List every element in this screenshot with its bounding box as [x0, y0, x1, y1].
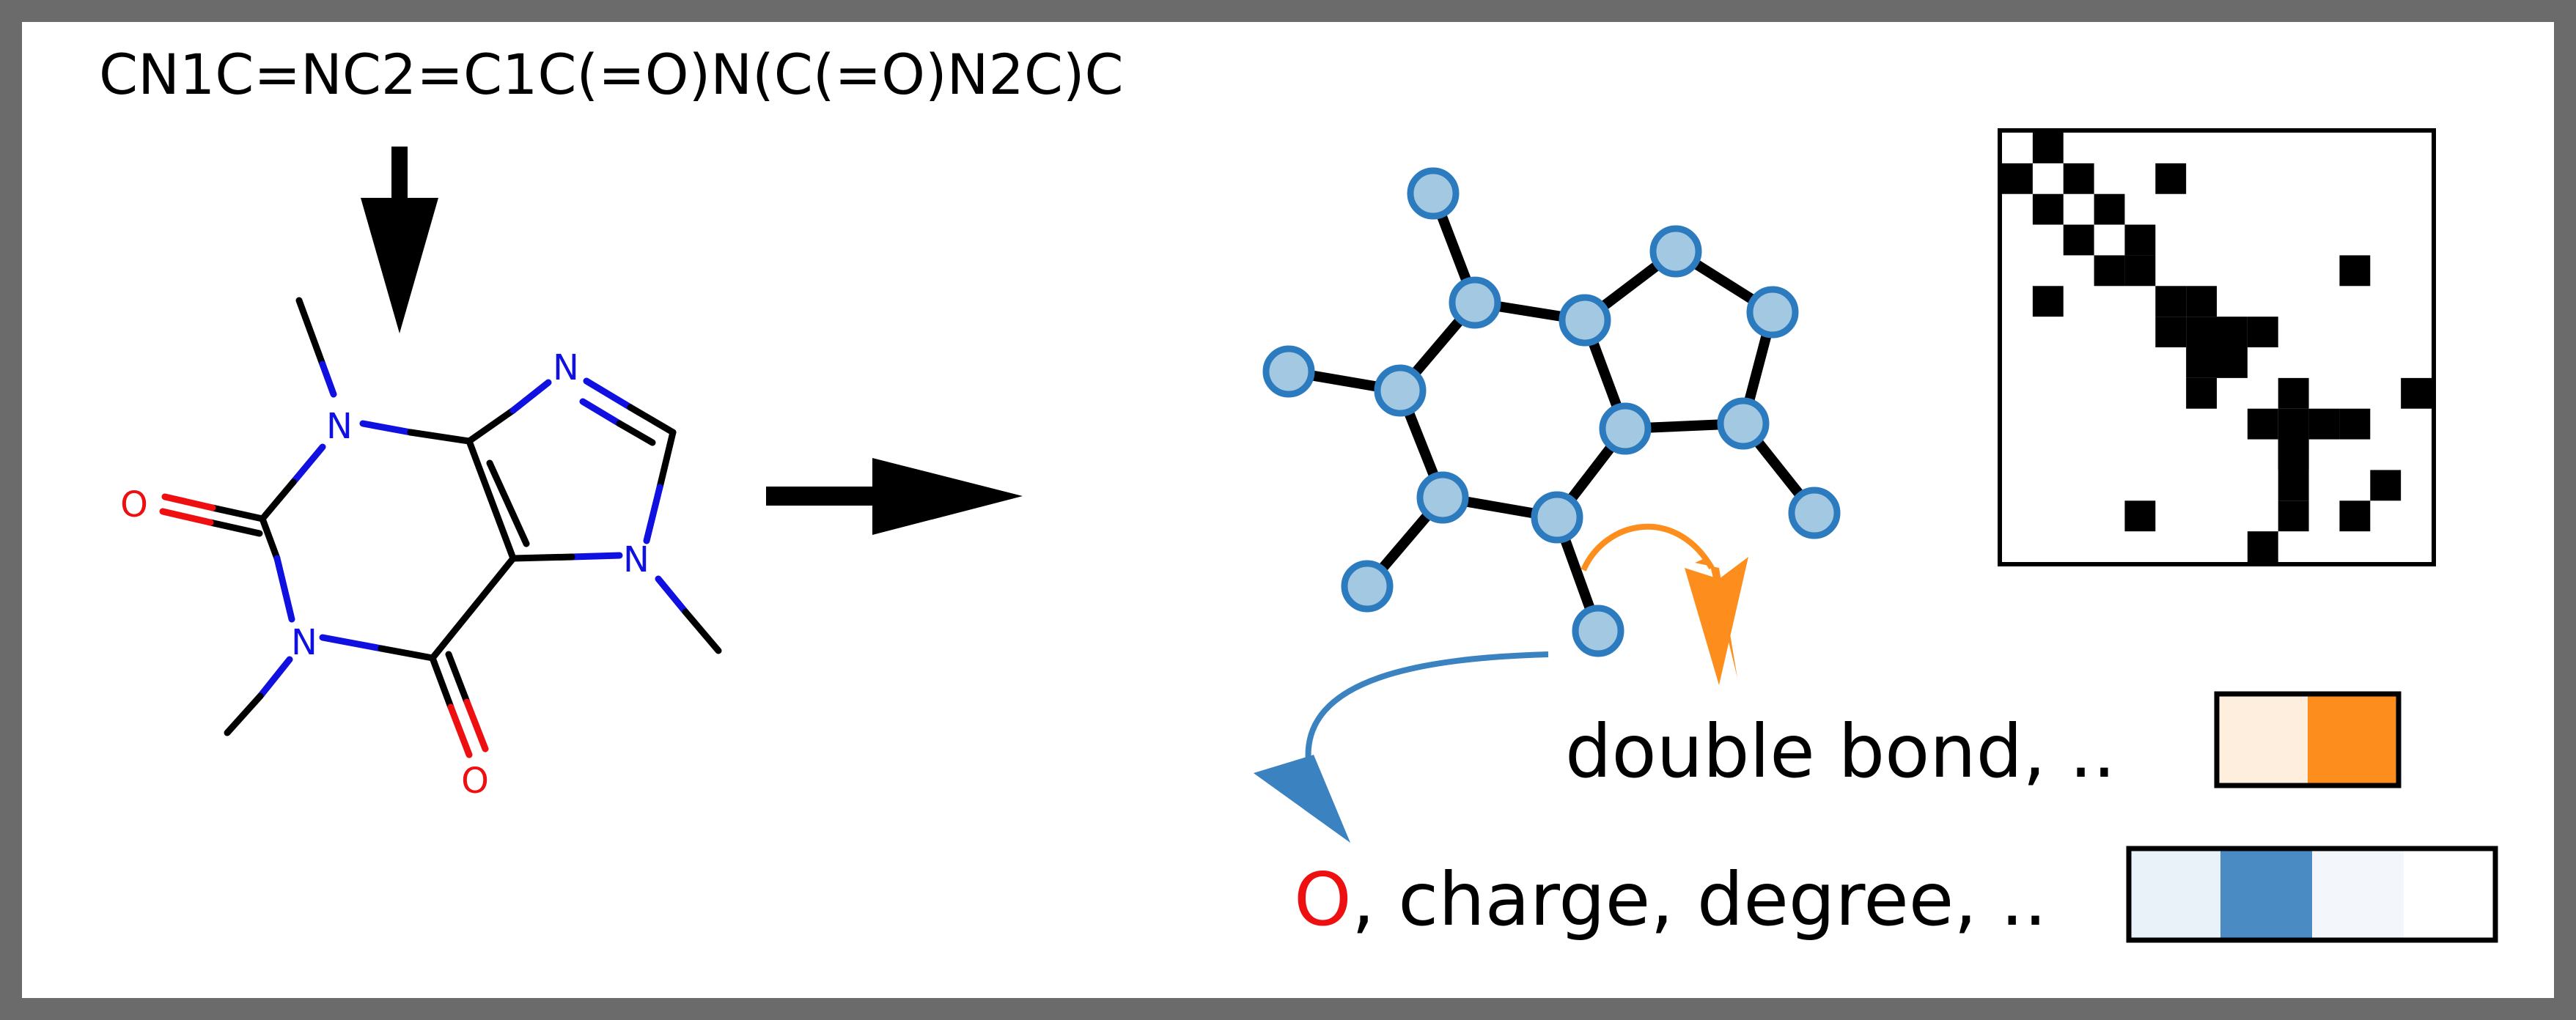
edge-feature-label: double bond, .. — [1565, 709, 2116, 794]
adjacency-cell — [2247, 408, 2278, 440]
adjacency-cell — [2278, 470, 2309, 501]
atom-label-n-imidazole-top: N — [553, 347, 579, 388]
graph-node — [1341, 560, 1394, 613]
adjacency-cell — [2186, 317, 2217, 347]
adjacency-cell — [2370, 470, 2402, 501]
adjacency-cell — [2094, 193, 2125, 225]
adjacency-cell — [2339, 255, 2371, 287]
edge-feature-arrow-icon — [1580, 523, 1748, 685]
graph-nodes — [1262, 167, 1841, 657]
adjacency-cell — [2155, 163, 2187, 194]
adjacency-cell — [2278, 408, 2309, 440]
graph-node — [1559, 294, 1611, 347]
adjacency-cell — [2124, 500, 2156, 532]
adjacency-cell — [2339, 500, 2371, 532]
adjacency-cell — [2094, 255, 2125, 287]
adjacency-cell — [2124, 255, 2156, 287]
adjacency-cell — [2278, 377, 2309, 409]
graph-node — [1531, 491, 1583, 544]
node-feature-label: O, charge, degree, .. — [1294, 857, 2047, 942]
graph-node — [1449, 276, 1501, 329]
node-feature-arrow-icon — [1254, 651, 1549, 843]
node-feature-vector — [2126, 846, 2498, 943]
adjacency-cell — [2339, 408, 2371, 440]
graph-node — [1407, 167, 1460, 220]
adjacency-cell — [2247, 531, 2278, 562]
graph-node — [1416, 471, 1469, 524]
adjacency-cell — [2186, 286, 2217, 317]
adjacency-cell — [2002, 163, 2033, 194]
atom-label-n-imidazole-right: N — [623, 539, 649, 580]
adjacency-matrix — [1998, 128, 2436, 566]
node-feature-label-rest: , charge, degree, .. — [1352, 857, 2047, 942]
graph-node — [1717, 397, 1770, 450]
molecule-structure — [159, 297, 722, 758]
adjacency-cell — [2247, 317, 2278, 347]
right-arrow-icon — [766, 458, 1023, 535]
smiles-string: CN1C=NC2=C1C(=O)N(C(=O)N2C)C — [99, 42, 1124, 107]
atom-label-o-left: O — [120, 484, 148, 525]
adjacency-cell — [2186, 377, 2217, 409]
graph-node — [1572, 605, 1624, 657]
graph-node — [1746, 286, 1799, 339]
adjacency-cell — [2217, 317, 2248, 347]
adjacency-cell — [2032, 133, 2064, 163]
adjacency-cell — [2032, 286, 2064, 317]
graph-node — [1374, 364, 1427, 417]
adjacency-cell — [2155, 286, 2187, 317]
adjacency-cell — [2063, 224, 2094, 256]
graph-node — [1262, 345, 1315, 398]
edge-feature-vector — [2214, 691, 2402, 788]
adjacency-cell — [2217, 347, 2248, 378]
adjacency-cell — [2278, 439, 2309, 470]
adjacency-cell — [2186, 347, 2217, 378]
graph-node — [1649, 225, 1702, 278]
graph-node — [1599, 402, 1652, 455]
adjacency-cell — [2063, 163, 2094, 194]
down-arrow-icon — [361, 147, 438, 333]
adjacency-cell — [2032, 193, 2064, 225]
graph-node — [1788, 487, 1841, 539]
adjacency-cell — [2124, 224, 2156, 256]
adjacency-cell — [2155, 317, 2187, 347]
atom-label-n-lower: N — [291, 622, 317, 663]
atom-label-o-bottom: O — [461, 761, 489, 802]
adjacency-cell — [2401, 377, 2432, 409]
node-feature-element: O — [1294, 857, 1352, 942]
adjacency-cell — [2278, 500, 2309, 532]
atom-label-n-top: N — [326, 406, 353, 447]
adjacency-cell — [2308, 408, 2340, 440]
